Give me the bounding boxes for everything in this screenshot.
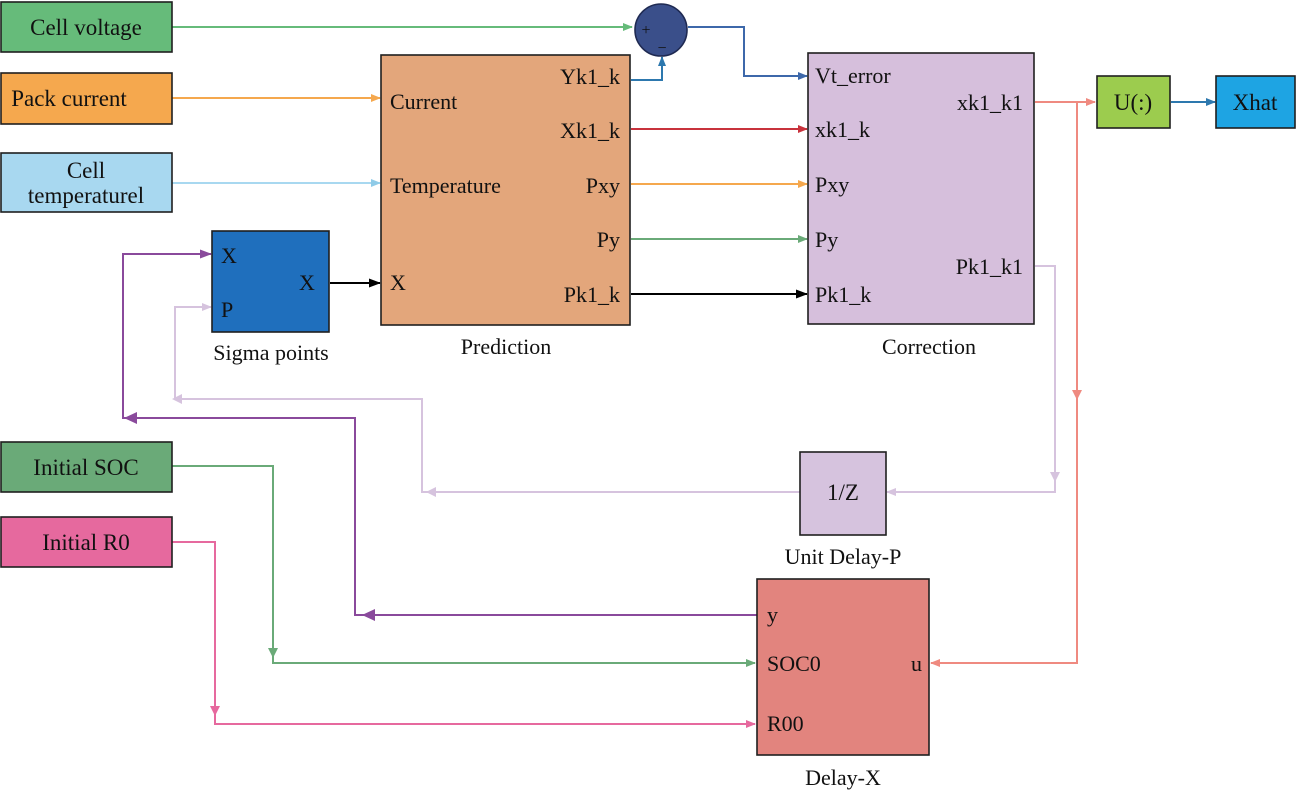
wire-sum-to-vt-error (688, 26, 808, 80)
cell-temperature-block (0, 152, 173, 213)
correction-in-pxy: Pxy (815, 172, 849, 197)
unit-delay-p-label: 1/Z (827, 480, 859, 505)
correction-in-vt-error: Vt_error (815, 63, 891, 88)
prediction-out-pxy: Pxy (586, 173, 620, 198)
sigma-points-caption: Sigma points (213, 340, 329, 365)
prediction-in-x: X (390, 270, 406, 295)
xhat-label: Xhat (1233, 90, 1278, 115)
cell-temperature-label-line2: temperaturel (28, 183, 144, 208)
input-initial-r0: Initial R0 (0, 516, 173, 568)
reshape-block: U(:) (1096, 75, 1171, 129)
arrow-unit-delay-left (426, 487, 436, 497)
prediction-out-py: Py (597, 227, 620, 252)
sum-junction: + − (634, 3, 688, 57)
wire-xk1k1-to-delay-x (930, 102, 1078, 667)
initial-r0-label: Initial R0 (42, 530, 130, 555)
sigma-points-block: X P X Sigma points (211, 230, 330, 365)
pack-current-label: Pack current (11, 86, 127, 111)
prediction-in-current: Current (390, 89, 457, 114)
wire-unit-delay-to-sigma-p (174, 303, 800, 493)
cell-voltage-label: Cell voltage (30, 15, 142, 40)
sum-plus-sign: + (641, 22, 650, 39)
prediction-caption: Prediction (461, 334, 551, 359)
prediction-in-temperature: Temperature (390, 173, 501, 198)
correction-in-py: Py (815, 227, 838, 252)
wire-pk1k1-to-unit-delay (886, 265, 1056, 496)
cell-temperature-label-line1: Cell (67, 158, 105, 183)
wire-yk1k-to-sum (631, 56, 666, 81)
sum-circle (634, 3, 688, 57)
arrow-pk1k1-down (1050, 472, 1060, 482)
wire-delay-x-to-sigma-x (122, 249, 757, 616)
prediction-out-yk1-k: Yk1_k (560, 64, 620, 89)
arrow-y-left (362, 609, 375, 621)
signal-wires (122, 23, 1216, 728)
unit-delay-p-box (799, 451, 887, 536)
cell-voltage-block (0, 1, 173, 53)
correction-in-pk1-k: Pk1_k (815, 282, 871, 307)
arrow-xk1k1-down (1072, 390, 1082, 400)
prediction-out-pk1-k: Pk1_k (564, 282, 620, 307)
initial-soc-label: Initial SOC (33, 455, 138, 480)
correction-out-xk1-k1: xk1_k1 (957, 90, 1023, 115)
mid-wire-arrows (124, 390, 1082, 716)
initial-soc-block (0, 441, 173, 493)
input-cell-temperature: Cell temperaturel (0, 152, 173, 213)
delay-x-in-soc0: SOC0 (767, 651, 821, 676)
xhat-box (1215, 75, 1296, 129)
delay-x-in-y: y (767, 602, 778, 627)
reshape-label: U(:) (1114, 90, 1152, 115)
correction-block: Vt_error xk1_k Pxy Py Pk1_k xk1_k1 Pk1_k… (807, 52, 1035, 359)
unit-delay-p-caption: Unit Delay-P (785, 544, 902, 569)
unit-delay-p-block: 1/Z Unit Delay-P (785, 451, 902, 569)
input-pack-current: Pack current (0, 72, 173, 125)
input-cell-voltage: Cell voltage (0, 1, 173, 53)
sum-minus-sign: − (657, 40, 666, 57)
correction-box (807, 52, 1035, 325)
correction-caption: Correction (882, 334, 976, 359)
correction-in-xk1-k: xk1_k (815, 117, 870, 142)
arrow-feedback-p-left (172, 394, 182, 404)
prediction-block: Current Temperature X Yk1_k Xk1_k Pxy Py… (380, 54, 631, 359)
prediction-box (380, 54, 631, 326)
sigma-points-box (211, 230, 330, 333)
delay-x-out-u: u (911, 651, 922, 676)
arrow-soc-down (268, 648, 278, 658)
delay-x-block: y SOC0 R00 u Delay-X (756, 578, 930, 790)
sigma-in-p: P (221, 297, 233, 322)
sigma-out-x: X (299, 270, 315, 295)
delay-x-caption: Delay-X (805, 765, 881, 790)
arrow-feedback-x-left (124, 412, 137, 424)
sigma-in-x: X (221, 243, 237, 268)
correction-out-pk1-k1: Pk1_k1 (956, 254, 1023, 279)
arrow-r0-down (210, 706, 220, 716)
reshape-box (1096, 75, 1171, 129)
delay-x-box (756, 578, 930, 756)
input-initial-soc: Initial SOC (0, 441, 173, 493)
delay-x-in-r00: R00 (767, 711, 804, 736)
wire-initial-r0-to-delay-x (172, 541, 756, 728)
pack-current-block (0, 72, 173, 125)
output-xhat-block: Xhat (1215, 75, 1296, 129)
prediction-out-xk1-k: Xk1_k (560, 118, 620, 143)
wire-initial-soc-to-delay-x (172, 465, 756, 667)
initial-r0-block (0, 516, 173, 568)
